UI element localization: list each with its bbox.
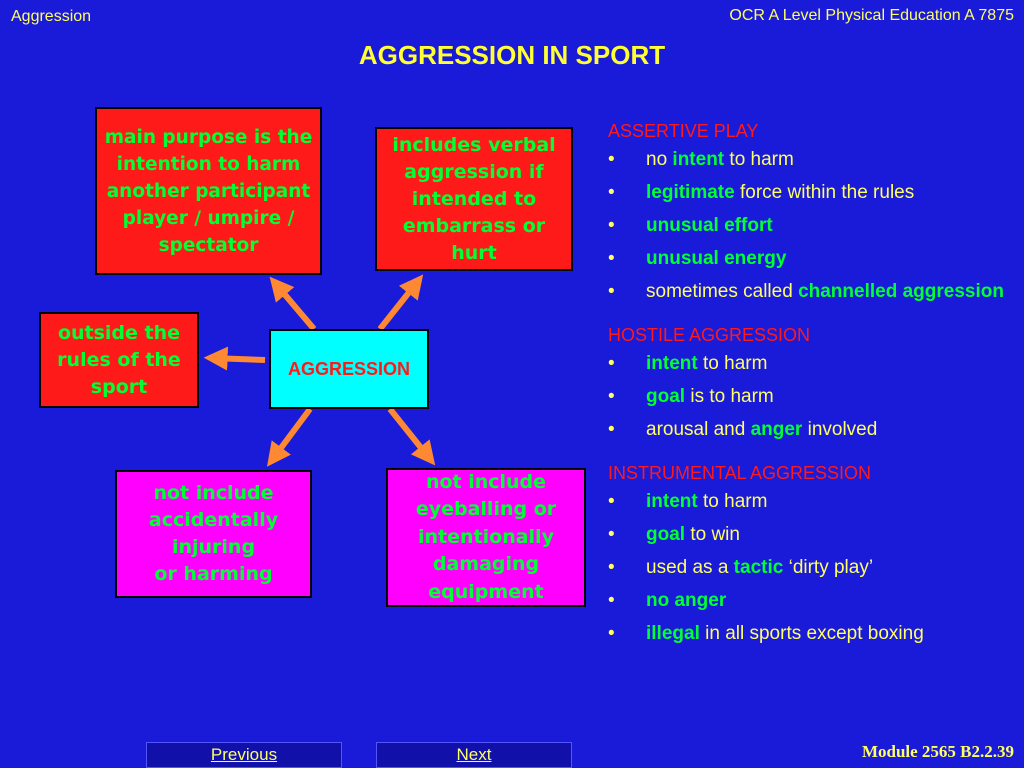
section-heading: ASSERTIVE PLAY <box>608 121 759 141</box>
bullet-item: • intent to harm <box>608 352 1018 376</box>
bullet-item: • used as a tactic ‘dirty play’ <box>608 556 1018 580</box>
bullet-text: to win <box>685 524 740 545</box>
bullet-text: used as a <box>646 557 734 578</box>
bullet-text: force within the rules <box>734 182 915 203</box>
bullet-text: in all sports except boxing <box>699 623 924 644</box>
section-heading: HOSTILE AGGRESSION <box>608 325 811 345</box>
diagram-box-purpose: main purpose is the intention to harm an… <box>95 107 322 275</box>
diagram-center-aggression: AGGRESSION <box>269 329 429 409</box>
bullet-icon: • <box>608 215 615 236</box>
bullet-keyword: goal <box>646 524 686 545</box>
bullet-icon: • <box>608 281 615 302</box>
bullet-icon: • <box>608 491 615 512</box>
header-topic: Aggression <box>11 8 92 25</box>
previous-button[interactable]: Previous <box>146 742 342 768</box>
arrow-to-verbal-box <box>377 274 424 331</box>
bullet-text: ‘dirty play’ <box>783 557 874 578</box>
section-heading: INSTRUMENTAL AGGRESSION <box>608 463 872 483</box>
bullet-text: to harm <box>697 353 768 374</box>
bullet-text: involved <box>802 419 878 440</box>
bullet-keyword: tactic <box>733 557 784 578</box>
bullet-text: to harm <box>724 149 794 170</box>
diagram-box-accidental: not include accidentally injuring or har… <box>115 470 312 598</box>
diagram-box-verbal: includes verbal aggression if intended t… <box>375 127 573 271</box>
definitions-panel: ASSERTIVE PLAY • no intent to harm • legitim… <box>608 118 1018 664</box>
bullet-keyword: anger <box>750 419 803 440</box>
bullet-item: • unusual effort <box>608 214 1018 238</box>
bullet-icon: • <box>608 590 615 611</box>
bullet-item: • no intent to harm <box>608 148 1018 172</box>
bullet-text: to harm <box>697 491 768 512</box>
diagram-box-equipment: not include eyeballing or intentionally … <box>386 468 586 607</box>
bullet-text: sometimes called <box>646 281 799 302</box>
bullet-keyword: unusual effort <box>646 215 773 236</box>
bullet-item: • illegal in all sports except boxing <box>608 622 1018 646</box>
bullet-item: • sometimes called channelled aggression <box>608 280 1018 304</box>
bullet-keyword: intent <box>646 353 698 374</box>
bullet-icon: • <box>608 524 615 545</box>
bullet-keyword: channelled aggression <box>798 281 1004 302</box>
slide-title: AGGRESSION IN SPORT <box>358 40 666 70</box>
arrow-to-accidental-box <box>266 407 313 467</box>
bullet-icon: • <box>608 149 615 170</box>
header-course: OCR A Level Physical Education A 7875 <box>729 7 1014 24</box>
bullet-text: is to harm <box>685 386 774 407</box>
bullet-item: • goal to win <box>608 523 1018 547</box>
bullet-icon: • <box>608 386 615 407</box>
bullet-keyword: intent <box>672 149 725 170</box>
bullet-item: • goal is to harm <box>608 385 1018 409</box>
definition-section: ASSERTIVE PLAY • no intent to harm • legitim… <box>608 118 1018 304</box>
bullet-keyword: no anger <box>646 590 727 611</box>
bullet-keyword: illegal <box>646 623 700 644</box>
bullet-text: arousal and <box>646 419 751 440</box>
bullet-item: • no anger <box>608 589 1018 613</box>
arrow-to-equipment-box <box>387 407 436 466</box>
bullet-keyword: goal <box>646 386 686 407</box>
definition-section: INSTRUMENTAL AGGRESSION • intent to harm • g… <box>608 460 1018 646</box>
diagram-box-rules: outside the rules of the sport <box>39 312 199 408</box>
bullet-keyword: unusual energy <box>646 248 787 269</box>
module-code: Module 2565 B2.2.39 <box>861 742 1014 761</box>
next-button[interactable]: Next <box>376 742 572 768</box>
bullet-icon: • <box>608 248 615 269</box>
bullet-icon: • <box>608 182 615 203</box>
arrow-to-purpose-box <box>269 276 317 331</box>
bullet-item: • arousal and anger involved <box>608 418 1018 442</box>
bullet-item: • legitimate force within the rules <box>608 181 1018 205</box>
bullet-icon: • <box>608 557 615 578</box>
bullet-icon: • <box>608 623 615 644</box>
bullet-text: no <box>646 149 673 170</box>
arrow-to-rules-box <box>203 346 266 371</box>
bullet-icon: • <box>608 353 615 374</box>
bullet-keyword: legitimate <box>646 182 735 203</box>
definition-section: HOSTILE AGGRESSION • intent to harm • goal i… <box>608 322 1018 442</box>
bullet-icon: • <box>608 419 615 440</box>
bullet-keyword: intent <box>646 491 698 512</box>
bullet-item: • intent to harm <box>608 490 1018 514</box>
bullet-item: • unusual energy <box>608 247 1018 271</box>
